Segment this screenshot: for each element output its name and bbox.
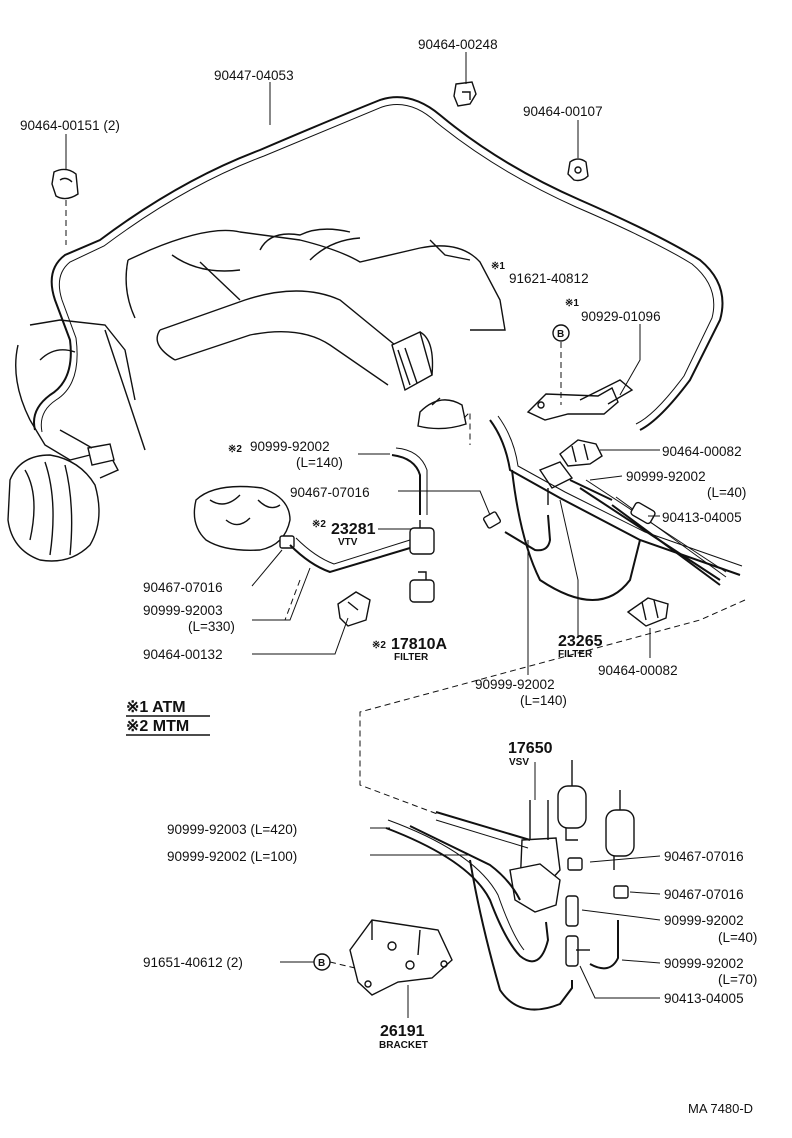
- label-filter-b: FILTER: [558, 649, 593, 660]
- circle-b-top-label: B: [557, 329, 564, 340]
- circle-b-marker-top: B: [552, 324, 570, 342]
- label-90999-92003-l420: 90999-92003 (L=420): [167, 822, 297, 837]
- label-90999-92002-l140-a: 90999-92002: [250, 439, 330, 454]
- clamp-90467-07016-d: [613, 885, 629, 899]
- legend-atm: ※1 ATM: [126, 699, 186, 716]
- label-17650: 17650: [508, 740, 553, 757]
- hose-l420-down: [409, 825, 521, 901]
- union-90413-04005-b: [565, 935, 590, 967]
- clamp-90464-00082-a: [559, 439, 603, 467]
- label-23281: 23281: [331, 521, 376, 538]
- label-90929-01096: 90929-01096: [581, 309, 661, 324]
- label-mtm-mark-filter: ※2: [372, 640, 386, 651]
- hose-loop-middle: [511, 469, 641, 601]
- diagram-code: MA 7480-D: [688, 1101, 753, 1116]
- label-mtm-mark-hose: ※2: [228, 444, 242, 455]
- clamp-90464-00248: [453, 81, 477, 107]
- label-90413-04005-b: 90413-04005: [664, 991, 744, 1006]
- label-vsv: VSV: [509, 757, 529, 768]
- clamp-90467-07016-c: [567, 857, 583, 871]
- vtv-23281: [409, 520, 435, 555]
- hose-long-right-c: [611, 504, 721, 586]
- hose-l140-lower: [504, 514, 552, 552]
- vsv-cylinder-right: [605, 790, 635, 870]
- long-vacuum-hose-outline: [40, 104, 715, 433]
- hose-long-right-a: [489, 419, 741, 576]
- label-90413-04005-a: 90413-04005: [662, 510, 742, 525]
- clamp-90464-00132: [337, 591, 371, 627]
- hose-end-left: [29, 419, 91, 461]
- hose-l100: [385, 827, 550, 963]
- label-bracket: BRACKET: [379, 1040, 428, 1051]
- label-90999-92002-l100: 90999-92002 (L=100): [167, 849, 297, 864]
- label-90464-00082-a: 90464-00082: [662, 444, 742, 459]
- hose-l140-upper: [391, 454, 421, 515]
- label-91651-40612: 91651-40612 (2): [143, 955, 243, 970]
- label-len-l330: (L=330): [188, 619, 235, 634]
- label-atm-mark-2: ※1: [565, 298, 579, 309]
- circle-b-marker-bottom: B: [313, 953, 331, 971]
- clamp-90464-00082-b: [626, 597, 669, 627]
- label-filter-a: FILTER: [394, 652, 429, 663]
- label-26191: 26191: [380, 1023, 425, 1040]
- hose-l70: [589, 920, 619, 970]
- label-90467-07016-d: 90467-07016: [664, 887, 744, 902]
- circle-b-bottom-label: B: [318, 958, 325, 969]
- intake-chamber: [193, 485, 291, 551]
- atm-bracket-91621: [526, 379, 634, 421]
- label-mtm-mark-vtv: ※2: [312, 519, 326, 530]
- label-23265: 23265: [558, 633, 603, 650]
- legend-mtm: ※2 MTM: [126, 718, 189, 735]
- leader-lines: [65, 52, 661, 1018]
- clamp-90464-00151: [51, 168, 79, 200]
- filter-17810a: [409, 571, 435, 603]
- label-90999-92002-l70: 90999-92002: [664, 956, 744, 971]
- hose-l40-upper: [569, 479, 613, 501]
- label-90467-07016-b: 90467-07016: [143, 580, 223, 595]
- label-90464-00132: 90464-00132: [143, 647, 223, 662]
- label-90464-00151: 90464-00151 (2): [20, 118, 120, 133]
- clamp-90467-07016-a: [482, 511, 502, 529]
- hose-l420: [435, 811, 531, 841]
- hose-long-lower: [469, 859, 573, 1011]
- label-90467-07016-a: 90467-07016: [290, 485, 370, 500]
- label-vtv: VTV: [338, 537, 358, 548]
- union-90413-04005-a: [630, 501, 656, 525]
- label-90464-00248: 90464-00248: [418, 37, 498, 52]
- label-90464-00107: 90464-00107: [523, 104, 603, 119]
- label-len-l40-a: (L=40): [707, 485, 746, 500]
- clamp-90464-00107: [567, 158, 589, 182]
- filter-23265: [538, 461, 574, 505]
- hose-l330: [289, 544, 411, 574]
- label-90464-00082-b: 90464-00082: [598, 663, 678, 678]
- label-len-l70: (L=70): [718, 972, 757, 987]
- label-90999-92002-l140-b: 90999-92002: [475, 677, 555, 692]
- engine-air-intake-drawing: [125, 228, 506, 392]
- label-len-l40-b: (L=40): [718, 930, 757, 945]
- label-atm-mark-1: ※1: [491, 261, 505, 272]
- vacuum-sensor-dome: [417, 397, 467, 430]
- label-90999-92002-l40-b: 90999-92002: [664, 913, 744, 928]
- label-len-l140-b: (L=140): [520, 693, 567, 708]
- vsv-cylinder-left: [557, 760, 587, 841]
- label-17810a: 17810A: [391, 636, 447, 653]
- bracket-26191: [349, 919, 453, 996]
- label-90447-04053: 90447-04053: [214, 68, 294, 83]
- label-90999-92002-l40-a: 90999-92002: [626, 469, 706, 484]
- label-90467-07016-c: 90467-07016: [664, 849, 744, 864]
- long-vacuum-hose: [33, 96, 724, 431]
- label-90999-92003-l330: 90999-92003: [143, 603, 223, 618]
- vsv-17650: [509, 800, 561, 913]
- left-engine-component: [7, 319, 146, 562]
- label-len-l140-a: (L=140): [296, 455, 343, 470]
- label-91621-40812: 91621-40812: [509, 271, 589, 286]
